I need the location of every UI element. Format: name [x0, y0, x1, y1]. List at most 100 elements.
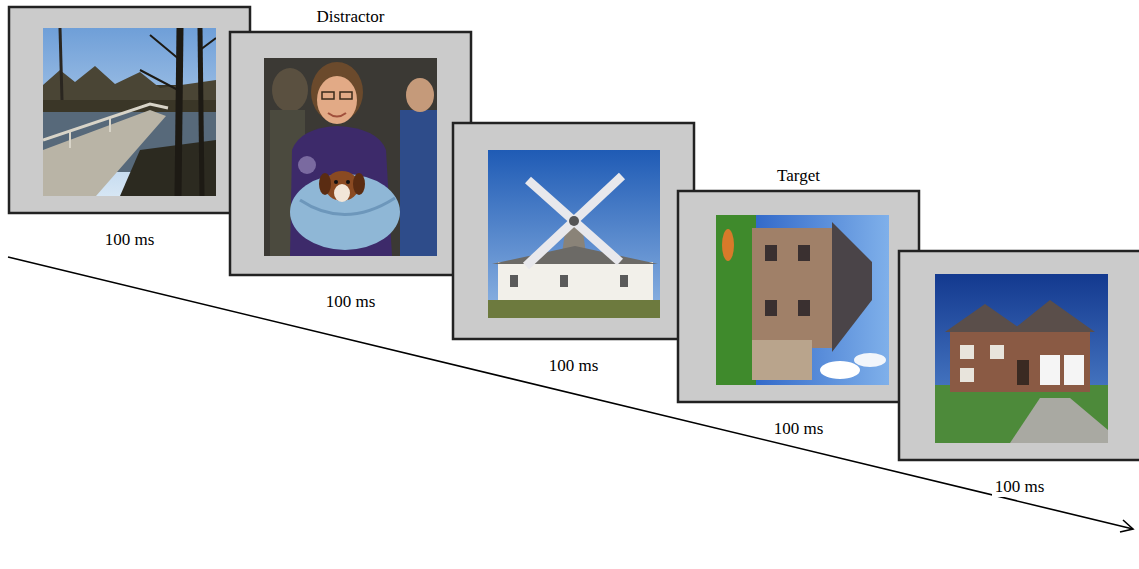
label-row: 100 ms: [677, 419, 920, 439]
frame-2-part-part: [346, 180, 350, 184]
frame-4-part-part: [798, 300, 810, 316]
stimulus-label: Distractor: [314, 7, 388, 27]
frame-2-part: [264, 58, 437, 256]
frame-4-part-part: [832, 222, 872, 352]
frame-2-part-part: [328, 113, 346, 117]
frame-4-part-part: [752, 228, 832, 348]
frame-3-part-part: [560, 275, 568, 287]
stimulus-label: Target: [774, 166, 823, 186]
frame-3-part: [488, 150, 660, 318]
frame-5-part-part: [1010, 300, 1095, 332]
frame-1-part-part: [43, 104, 168, 140]
frame-2-part-part: [290, 174, 400, 250]
frame-3-part-part: [526, 176, 622, 266]
frame-1-part-part: [43, 28, 216, 196]
frame-5-part-part: [1010, 398, 1108, 443]
frame-1: [9, 7, 250, 213]
frame-5-part-part: [1064, 355, 1084, 385]
frame-5-part-part: [950, 330, 1090, 392]
frame-2-part-part: [264, 58, 437, 256]
frame-2-part-part: [334, 180, 338, 184]
image-frame: 100 ms: [898, 250, 1139, 461]
label-row: Distractor: [229, 7, 472, 27]
image-frame: 100 ms: [452, 122, 695, 340]
frame-2-part-part: [319, 173, 331, 195]
duration-label: 100 ms: [102, 230, 158, 250]
frame-2-part-part: [353, 173, 365, 195]
frame-5-part-part: [990, 345, 1004, 359]
duration-label: 100 ms: [546, 356, 602, 376]
image-frame: Distractor100 ms: [229, 31, 472, 276]
frame-4-part-part: [765, 245, 777, 261]
frame-1-part-part: [140, 35, 216, 90]
frame-2-part-part: [334, 184, 350, 202]
frame-1-part-part: [109, 118, 111, 132]
image-frame: Target100 ms: [677, 190, 920, 403]
frame-2-part-part: [406, 78, 434, 112]
frame-4-part: [716, 215, 889, 385]
frame-3-part-part: [620, 275, 628, 287]
frame-4-part-part: [854, 353, 886, 367]
frame-3-part-part: [569, 216, 579, 226]
frame-5-part-part: [935, 385, 1108, 443]
frame-5-part-part: [1040, 355, 1060, 385]
label-row: 100 ms: [452, 356, 695, 376]
frame-4-part-part: [716, 215, 889, 385]
frame-5-part: [899, 251, 1139, 460]
frame-1-part-part: [43, 66, 216, 100]
frame-3-part-part-part: [526, 176, 622, 266]
frame-5-part: [935, 274, 1108, 443]
frame-4-part-part: [716, 215, 756, 385]
image-frame: 100 ms: [8, 6, 251, 214]
frame-5-part-part: [960, 368, 974, 382]
frame-2-part-part: [322, 92, 334, 99]
frame-2-part-part: [272, 68, 308, 112]
label-row: Target: [677, 166, 920, 186]
label-row: 100 ms: [8, 230, 251, 250]
duration-label: 100 ms: [323, 292, 379, 312]
frame-5-part-part: [1017, 360, 1029, 385]
frame-3-part-part: [488, 300, 660, 318]
frame-5-part-part: [935, 274, 1108, 443]
frame-4: [678, 191, 919, 402]
frame-4-part-part: [820, 361, 860, 379]
frame-4-part-part: [722, 229, 734, 261]
time-arrow: [8, 257, 1133, 532]
frame-1-part-part: [178, 28, 180, 196]
frame-1-part-part: [60, 28, 62, 100]
frame-2-part-part: [340, 92, 352, 99]
frame-4-part-part: [752, 340, 812, 380]
frame-3-part-part: [492, 246, 658, 264]
duration-label: 100 ms: [771, 419, 827, 439]
frame-1-part-part: [43, 110, 166, 196]
frame-3-part-part: [510, 275, 518, 287]
label-row: 100 ms: [898, 477, 1139, 497]
frame-1-part: [43, 28, 216, 196]
frame-2-part-part: [298, 156, 316, 174]
frame-5-part-part: [960, 345, 974, 359]
frame-4-part: [678, 191, 919, 402]
duration-label: 100 ms: [992, 477, 1048, 497]
time-arrow-part: [1120, 520, 1133, 532]
time-arrow-part: [8, 257, 1133, 529]
frame-1-part-part: [69, 132, 71, 148]
frame-1-part: [9, 7, 250, 213]
frame-2-part-part: [400, 110, 437, 256]
frame-4-part-part: [765, 300, 777, 316]
frame-1-part-part: [200, 28, 202, 196]
label-row: 100 ms: [229, 292, 472, 312]
frame-2: [230, 32, 471, 275]
frame-3-part-part: [498, 262, 653, 302]
frame-3-part: [453, 123, 694, 339]
frame-2-part-part: [300, 198, 395, 215]
frame-5: [899, 251, 1139, 460]
frame-4-part-part: [798, 245, 810, 261]
frame-2-part-part: [317, 76, 357, 124]
frame-2-part: [230, 32, 471, 275]
frame-5-part-part: [945, 304, 1025, 332]
frame-3: [453, 123, 694, 339]
frame-3-part-part: [488, 150, 660, 318]
